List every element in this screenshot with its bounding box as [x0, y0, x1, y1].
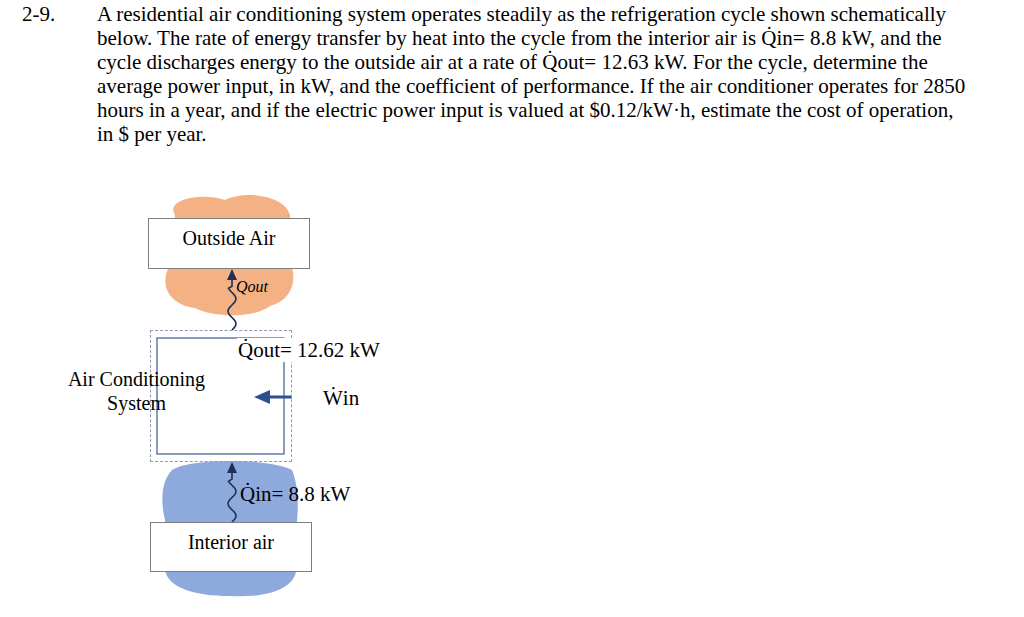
node-text: Air Conditioning System	[59, 367, 214, 415]
heat-out-arrow	[227, 269, 237, 330]
work-arrow-head	[254, 390, 270, 404]
heat-in-arrow	[227, 462, 237, 522]
arrow-head	[227, 462, 237, 473]
wavy-heat-line	[228, 280, 236, 330]
node-text: Interior air	[188, 531, 274, 554]
wavy-heat-line	[228, 473, 236, 522]
node-text: Outside Air	[183, 227, 276, 250]
edge-label: Qout	[236, 276, 268, 298]
work-arrow-shaft	[268, 396, 292, 399]
problem-text: A residential air conditioning system op…	[97, 2, 969, 146]
heat-out-label: Q̇out= 12.62 kW	[237, 338, 381, 362]
problem-number: 2-9.	[22, 2, 55, 26]
work-label: Ẇin	[323, 386, 359, 410]
interior-air-box: Interior air	[150, 522, 312, 572]
edge-label: Q̇in= 8.8 kW	[240, 483, 350, 505]
outside-air-box: Outside Air	[148, 218, 310, 269]
arrow-head	[227, 269, 237, 280]
